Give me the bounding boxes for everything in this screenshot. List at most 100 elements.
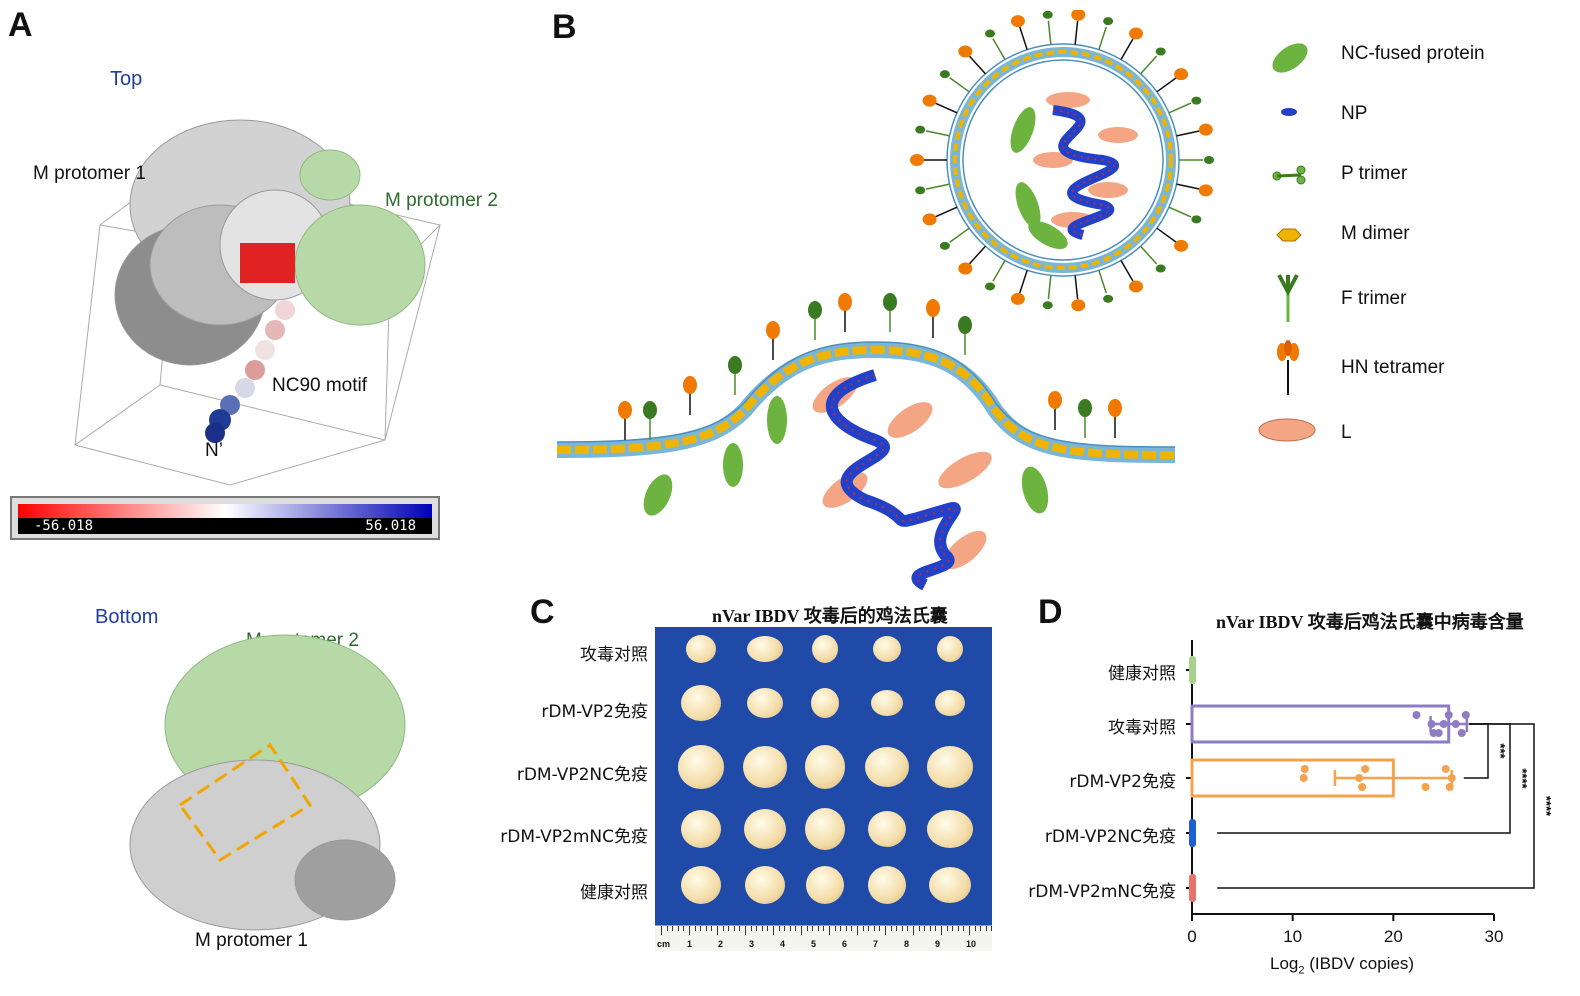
bottom-view-label: Bottom: [95, 606, 159, 628]
data-point: [1445, 783, 1454, 791]
data-point: [1300, 765, 1309, 773]
significance-bracket: [1217, 723, 1535, 889]
panel-letter-a: A: [8, 6, 33, 44]
n-terminus-label: N’: [205, 440, 223, 461]
data-point: [1429, 729, 1438, 737]
data-point: [1361, 765, 1370, 773]
bursa-row-label: rDM-VP2mNC免疫: [500, 827, 648, 847]
panel-c-title: nVar IBDV 攻毒后的鸡法氏囊: [712, 606, 948, 626]
panel-letter-b: B: [552, 8, 577, 46]
data-point: [1427, 720, 1436, 728]
green-ellipse-icon: [1272, 43, 1308, 73]
data-point: [1421, 783, 1430, 791]
data-point: [1447, 774, 1456, 782]
f-trimer-icon: [1277, 274, 1299, 322]
bursa-specimen: [927, 746, 973, 788]
ruler-tick-label: 5: [811, 939, 817, 949]
top-view-label: Top: [110, 68, 143, 90]
bursa-specimen: [873, 636, 901, 662]
x-axis-label: Log2 (IBDV copies): [1270, 954, 1415, 977]
bursa-specimen: [681, 810, 721, 848]
protein-bottom-view-illustration: [129, 634, 406, 931]
ruler-tick-label: 4: [780, 939, 786, 949]
p-trimer-icon: [1272, 165, 1306, 185]
bursa-specimen: [805, 808, 845, 850]
m-dimer-icon: [1276, 228, 1302, 242]
bursa-specimen: [935, 690, 965, 716]
x-tick-label: 10: [1283, 927, 1303, 946]
nc90-motif-label: NC90 motif: [272, 375, 368, 396]
viral-load-bar-chart: ***********: [1186, 640, 1554, 921]
bursa-specimen: [747, 688, 783, 718]
data-point: [1299, 774, 1308, 782]
scale-gradient: [18, 504, 432, 518]
x-tick-label: 30: [1484, 927, 1504, 946]
scale-max-label: 56.018: [365, 518, 416, 534]
bursa-row-label: 健康对照: [580, 883, 648, 903]
bursa-specimen: [871, 690, 903, 716]
bar: [1190, 704, 1451, 744]
hn-tetramer-icon: [1277, 340, 1299, 395]
bursa-row-label: rDM-VP2NC免疫: [516, 765, 648, 785]
panel-letter-c: C: [530, 593, 555, 631]
bursa-specimen: [812, 635, 838, 663]
data-point: [1412, 711, 1421, 719]
legend-label: NP: [1341, 103, 1368, 124]
legend-label: L: [1341, 422, 1352, 443]
virus-assembly-diagram: [556, 10, 1214, 590]
legend-label: NC-fused protein: [1341, 43, 1485, 64]
chart-category-label: rDM-VP2NC免疫: [1044, 827, 1176, 847]
bursa-specimen: [865, 747, 909, 787]
data-point: [1461, 711, 1470, 719]
data-point: [1358, 783, 1367, 791]
bursa-specimen: [744, 809, 786, 849]
ruler-tick-label: 7: [873, 939, 879, 949]
significance-label: ***: [1493, 743, 1508, 759]
bursa-specimen: [681, 866, 721, 904]
blue-np-icon: [1281, 108, 1297, 116]
protein-top-view-illustration: [74, 119, 441, 486]
bottom-m-protomer-1-label: M protomer 1: [195, 930, 308, 951]
data-point: [1439, 720, 1448, 728]
bursa-specimen: [743, 746, 787, 788]
data-point: [1457, 729, 1466, 737]
chart-category-label: rDM-VP2mNC免疫: [1028, 882, 1176, 902]
chart-category-label: 攻毒对照: [1108, 718, 1176, 738]
bursa-specimen: [811, 688, 839, 718]
bursa-specimen: [805, 745, 845, 789]
data-point: [1441, 765, 1450, 773]
panel-d-title: nVar IBDV 攻毒后鸡法氏囊中病毒含量: [1216, 612, 1524, 632]
m-protomer-2-label: M protomer 2: [385, 190, 498, 211]
ruler-tick-label: 8: [904, 939, 910, 949]
bar: [1189, 656, 1196, 684]
significance-bracket: [1463, 723, 1489, 779]
significance-label: ****: [1539, 796, 1554, 817]
l-ellipse-icon: [1258, 418, 1316, 442]
bursa-specimen: [678, 745, 724, 789]
bursa-specimen: [681, 685, 721, 721]
x-tick-label: 20: [1383, 927, 1403, 946]
legend-label: F trimer: [1341, 288, 1407, 309]
data-point: [1355, 774, 1364, 782]
ruler-tick-label: 2: [718, 939, 724, 949]
bar: [1189, 819, 1196, 847]
bursa-row-label: 攻毒对照: [580, 645, 648, 665]
ruler-unit-label: cm: [657, 939, 671, 949]
ruler-tick-label: 3: [749, 939, 755, 949]
scale-min-label: -56.018: [34, 518, 94, 534]
ruler-tick-label: 9: [935, 939, 941, 949]
legend-icons: [1258, 43, 1316, 442]
bursa-specimen: [745, 866, 785, 904]
bursa-photo: [655, 627, 992, 927]
bar: [1189, 874, 1196, 902]
legend-label: M dimer: [1341, 223, 1410, 244]
ruler-tick-label: 10: [966, 939, 977, 949]
ruler-tick-label: 1: [687, 939, 693, 949]
data-point: [1451, 720, 1460, 728]
data-point: [1444, 711, 1453, 719]
x-tick-label: 0: [1187, 927, 1197, 946]
bursa-specimen: [806, 866, 844, 904]
bursa-specimen: [937, 636, 963, 662]
legend-label: HN tetramer: [1341, 357, 1445, 378]
